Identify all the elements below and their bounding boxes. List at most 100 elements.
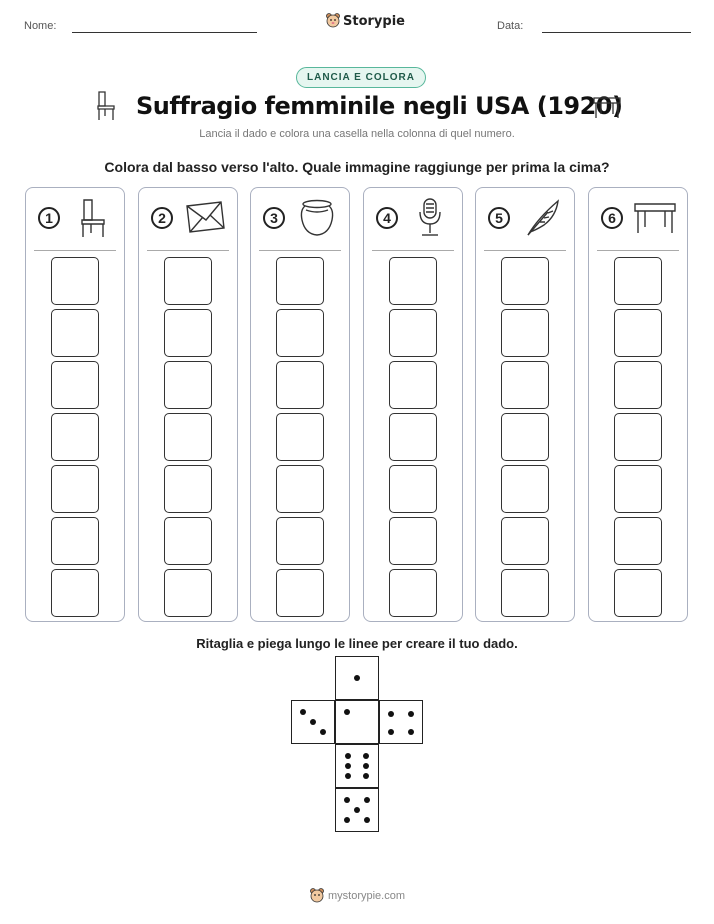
instruction: Colora dal basso verso l'alto. Quale imm… [104,159,610,175]
color-cell[interactable] [51,257,99,305]
die-face-3[interactable] [291,700,335,744]
color-cell[interactable] [276,465,324,513]
color-cell[interactable] [389,465,437,513]
envelope-icon [186,201,225,233]
column-1: 1 [25,187,125,622]
die-pip [300,709,306,715]
column-divider [147,250,229,251]
color-cell[interactable] [501,361,549,409]
column-number: 5 [488,207,510,229]
die-pip [354,807,360,813]
color-cell[interactable] [51,465,99,513]
die-pip [310,719,316,725]
footer-url: mystorypie.com [328,890,406,902]
footer: mystorypie.com [310,888,405,904]
color-cell[interactable] [164,257,212,305]
column-divider [372,250,454,251]
die-pip [364,817,370,823]
die-face-5[interactable] [335,788,379,832]
column-divider [484,250,566,251]
name-label: Nome: [24,20,57,32]
column-4: 4 [363,187,463,622]
color-cell[interactable] [614,413,662,461]
column-6: 6 [588,187,688,622]
dice-instruction: Ritaglia e piega lungo le linee per crea… [196,636,518,651]
color-cell[interactable] [164,413,212,461]
color-cell[interactable] [51,361,99,409]
color-cell[interactable] [51,517,99,565]
color-cell[interactable] [501,309,549,357]
color-cell[interactable] [614,569,662,617]
date-field[interactable] [542,32,691,33]
column-5: 5 [475,187,575,622]
column-number: 6 [601,207,623,229]
die-pip [344,817,350,823]
quill-icon [527,199,559,236]
color-cell[interactable] [276,569,324,617]
color-cell[interactable] [389,413,437,461]
color-cell[interactable] [614,517,662,565]
color-cell[interactable] [51,413,99,461]
color-cell[interactable] [501,517,549,565]
color-cell[interactable] [501,413,549,461]
color-cell[interactable] [51,309,99,357]
die-pip [354,675,360,681]
color-cell[interactable] [501,465,549,513]
color-cell[interactable] [501,257,549,305]
color-cell[interactable] [614,361,662,409]
bear-logo-icon [326,13,340,28]
column-divider [34,250,116,251]
pot-icon [300,199,334,236]
color-cell[interactable] [164,517,212,565]
die-face-6[interactable] [335,744,379,788]
name-field[interactable] [72,32,257,33]
color-cell[interactable] [276,413,324,461]
page-title: Suffragio femminile negli USA (1920) [136,92,623,120]
date-label: Data: [497,20,524,32]
color-cell[interactable] [389,517,437,565]
die-pip [388,729,394,735]
chair-icon [97,91,115,120]
die-pip [388,711,394,717]
column-divider [597,250,679,251]
column-number: 4 [376,207,398,229]
color-cell[interactable] [614,257,662,305]
color-cell[interactable] [164,361,212,409]
color-cell[interactable] [276,517,324,565]
column-divider [259,250,341,251]
color-cell[interactable] [276,257,324,305]
color-cell[interactable] [164,309,212,357]
die-face-1[interactable] [335,656,379,700]
color-cell[interactable] [389,257,437,305]
subtitle: Lancia il dado e colora una casella nell… [199,128,515,140]
table-icon [593,97,621,118]
bear-logo-icon [310,888,324,903]
die-pip [408,711,414,717]
color-cell[interactable] [164,465,212,513]
column-number: 1 [38,207,60,229]
die-face-4[interactable] [379,700,423,744]
table-icon [634,203,676,233]
die-pip [408,729,414,735]
die-pip [364,797,370,803]
die-pip [363,753,369,759]
color-cell[interactable] [389,569,437,617]
color-cell[interactable] [51,569,99,617]
color-cell[interactable] [389,361,437,409]
color-cell[interactable] [614,309,662,357]
color-cell[interactable] [164,569,212,617]
die-pip [344,797,350,803]
column-number: 3 [263,207,285,229]
color-cell[interactable] [276,361,324,409]
die-pip [345,753,351,759]
color-cell[interactable] [389,309,437,357]
color-cell[interactable] [501,569,549,617]
die-pip [363,763,369,769]
die-pip [344,709,350,715]
color-cell[interactable] [614,465,662,513]
color-cell[interactable] [276,309,324,357]
die-pip [345,773,351,779]
column-number: 2 [151,207,173,229]
die-face-1-center[interactable] [335,700,379,744]
activity-badge: LANCIA E COLORA [296,67,426,88]
